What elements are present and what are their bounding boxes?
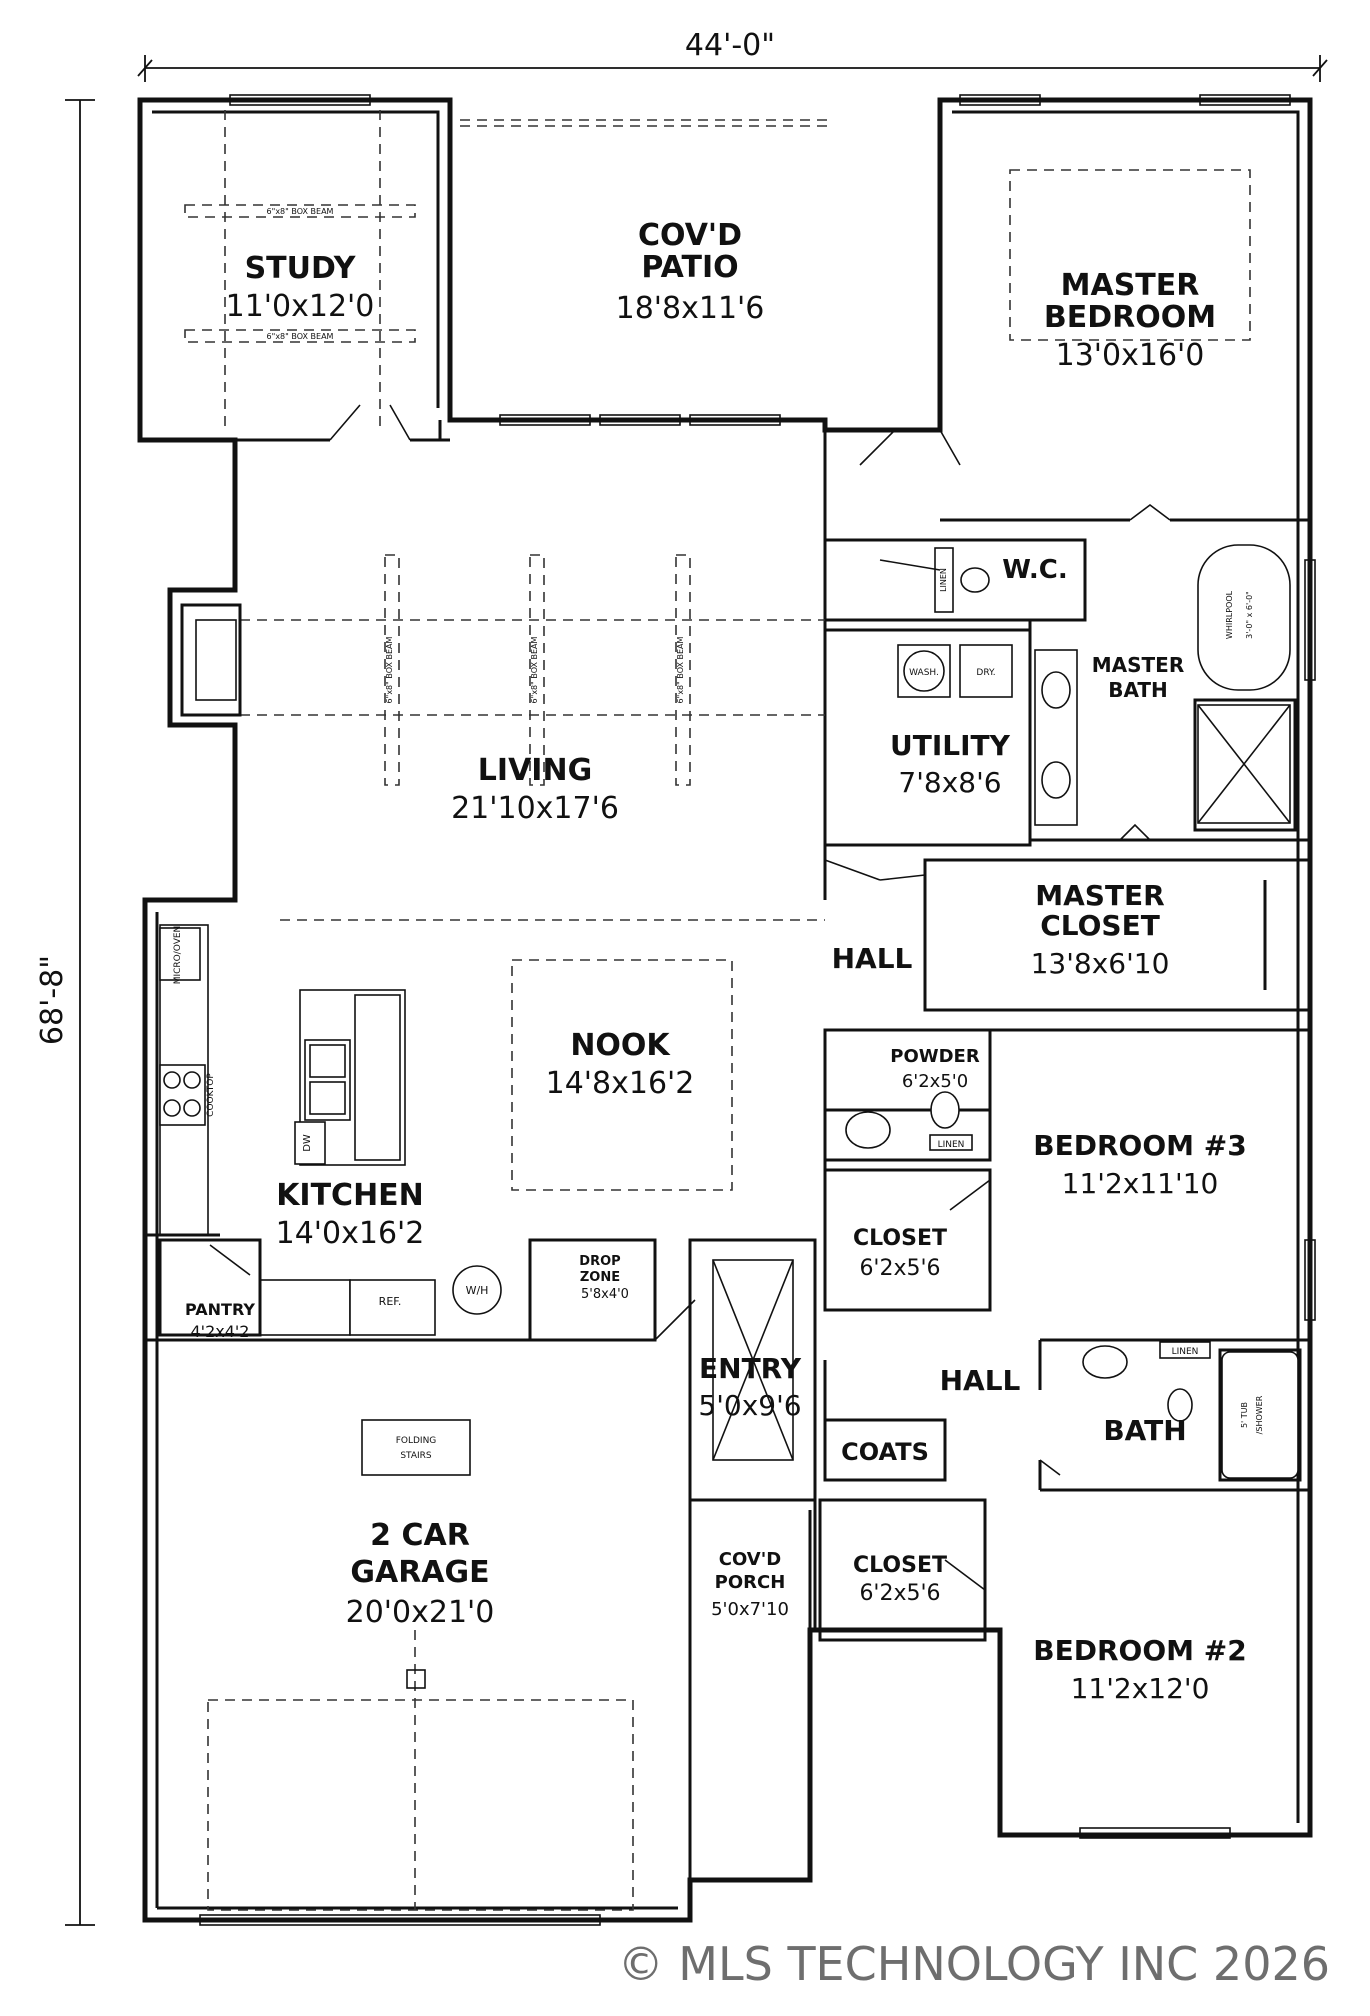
tub-label-line1: 5' TUB (1240, 1402, 1249, 1428)
room-labels: STUDY 11'0x12'0 COV'D PATIO 18'8x11'6 MA… (185, 218, 1247, 1705)
hall-lower-name: HALL (940, 1364, 1021, 1397)
folding-stairs (361, 1419, 471, 1476)
powder-size: 6'2x5'0 (902, 1071, 968, 1092)
drop-zone-size: 5'8x4'0 (581, 1287, 629, 1302)
bath-linen-label: LINEN (1172, 1347, 1199, 1357)
entry-size: 5'0x9'6 (698, 1389, 801, 1422)
dishwasher (294, 1121, 326, 1165)
pantry-size: 4'2x4'2 (191, 1322, 250, 1341)
garage-name-2: GARAGE (350, 1555, 489, 1590)
micro-oven (159, 927, 201, 981)
windows (199, 94, 1316, 1926)
bath-fixtures: LINEN WASH. DRY. WHIRLPOOL 3'-0" x 6'-0"… (361, 544, 1299, 1479)
whirlpool-label: WHIRLPOOL (1225, 590, 1234, 639)
nook-name: NOOK (570, 1028, 671, 1063)
beam-labels: 6"x8" BOX BEAM 6"x8" BOX BEAM 6"x8" BOX … (267, 207, 685, 703)
master-closet-size: 13'8x6'10 (1031, 947, 1170, 980)
ceiling-features (184, 110, 1251, 1911)
living-beam-label-3: 6"x8" BOX BEAM (676, 636, 685, 703)
tub-label-line2: /SHOWER (1255, 1395, 1264, 1434)
patio-name-2: PATIO (641, 250, 738, 285)
whirlpool-tub (1197, 544, 1291, 691)
width-dimension: 44'-0" (137, 28, 1328, 82)
living-name: LIVING (478, 753, 592, 788)
master-bedroom-name-2: BEDROOM (1044, 300, 1216, 335)
water-heater-label: W/H (466, 1284, 489, 1297)
dryer (959, 644, 1013, 698)
master-bath-name-2: BATH (1108, 678, 1168, 702)
folding-stairs-line1: FOLDING (396, 1436, 437, 1446)
bedroom2-name: BEDROOM #2 (1033, 1634, 1246, 1667)
washer (897, 644, 951, 698)
fireplace (180, 603, 242, 717)
master-bath-name-1: MASTER (1092, 653, 1185, 677)
study-size: 11'0x12'0 (226, 289, 375, 324)
refrigerator (349, 1279, 436, 1336)
study-beam-label-2: 6"x8" BOX BEAM (267, 332, 334, 341)
watermark: © MLS TECHNOLOGY INC 2026 (618, 1937, 1330, 1991)
drop-zone-name-2: ZONE (580, 1270, 620, 1285)
utility-name: UTILITY (890, 729, 1011, 762)
bedroom3-size: 11'2x11'10 (1062, 1167, 1219, 1200)
coats-name: COATS (841, 1438, 929, 1466)
bath-toilet (1167, 1388, 1193, 1422)
kitchen-sink (304, 1039, 351, 1121)
master-bedroom-name-1: MASTER (1061, 268, 1200, 303)
study-beam-label-1: 6"x8" BOX BEAM (267, 207, 334, 216)
closet3-size: 6'2x5'6 (859, 1256, 940, 1281)
powder-sink (845, 1111, 891, 1149)
powder-linen-label: LINEN (938, 1140, 965, 1150)
master-closet-name-2: CLOSET (1040, 909, 1160, 942)
dishwasher-label: DW (302, 1134, 313, 1152)
closet2-name: CLOSET (853, 1553, 947, 1578)
closet3-name: CLOSET (853, 1226, 947, 1251)
kitchen-size: 14'0x16'2 (276, 1216, 425, 1251)
kitchen-fixtures: MICRO/OVEN COOKTOP DW REF. W/H (159, 924, 502, 1336)
patio-size: 18'8x11'6 (616, 291, 765, 326)
micro-oven-label: MICRO/OVEN (173, 926, 183, 985)
bedroom2-size: 11'2x12'0 (1071, 1672, 1210, 1705)
tub-shower (1221, 1351, 1299, 1479)
master-closet-name-1: MASTER (1035, 879, 1165, 912)
pantry-name: PANTRY (185, 1300, 255, 1319)
whirlpool-size-label: 3'-0" x 6'-0" (1245, 591, 1254, 639)
folding-stairs-line2: STAIRS (400, 1451, 432, 1461)
living-beam-label-1: 6"x8" BOX BEAM (385, 636, 394, 703)
drop-zone-name-1: DROP (579, 1254, 620, 1269)
living-beam-label-2: 6"x8" BOX BEAM (530, 636, 539, 703)
door-swings (209, 404, 1171, 1591)
bath-sink (1082, 1345, 1128, 1379)
wc-name: W.C. (1002, 555, 1067, 585)
porch-name-1: COV'D (719, 1549, 781, 1570)
utility-size: 7'8x8'6 (898, 766, 1001, 799)
porch-name-2: PORCH (715, 1572, 786, 1593)
kitchen-name: KITCHEN (276, 1178, 424, 1213)
garage-size: 20'0x21'0 (346, 1595, 495, 1630)
study-name: STUDY (245, 251, 357, 286)
wc-toilet (960, 567, 990, 593)
cooktop-label: COOKTOP (206, 1073, 216, 1117)
hall-upper-name: HALL (832, 942, 913, 975)
entry-name: ENTRY (699, 1352, 802, 1385)
powder-toilet (930, 1091, 960, 1129)
porch-size: 5'0x7'10 (711, 1599, 789, 1620)
powder-name: POWDER (890, 1046, 980, 1067)
depth-dimension: 68'-8" (35, 99, 95, 1926)
closet2-size: 6'2x5'6 (859, 1581, 940, 1606)
width-dimension-label: 44'-0" (685, 28, 775, 63)
depth-dimension-label: 68'-8" (35, 955, 70, 1045)
washer-label: WASH. (909, 668, 939, 678)
nook-size: 14'8x16'2 (546, 1066, 695, 1101)
water-heater (452, 1265, 502, 1315)
living-size: 21'10x17'6 (451, 791, 619, 826)
dryer-label: DRY. (976, 668, 995, 678)
patio-name-1: COV'D (638, 218, 742, 253)
bath-name: BATH (1103, 1414, 1186, 1447)
refrigerator-label: REF. (379, 1295, 402, 1308)
wc-linen-label: LINEN (939, 568, 948, 592)
garage-name-1: 2 CAR (370, 1518, 470, 1553)
bedroom3-name: BEDROOM #3 (1033, 1129, 1246, 1162)
master-bedroom-size: 13'0x16'0 (1056, 338, 1205, 373)
